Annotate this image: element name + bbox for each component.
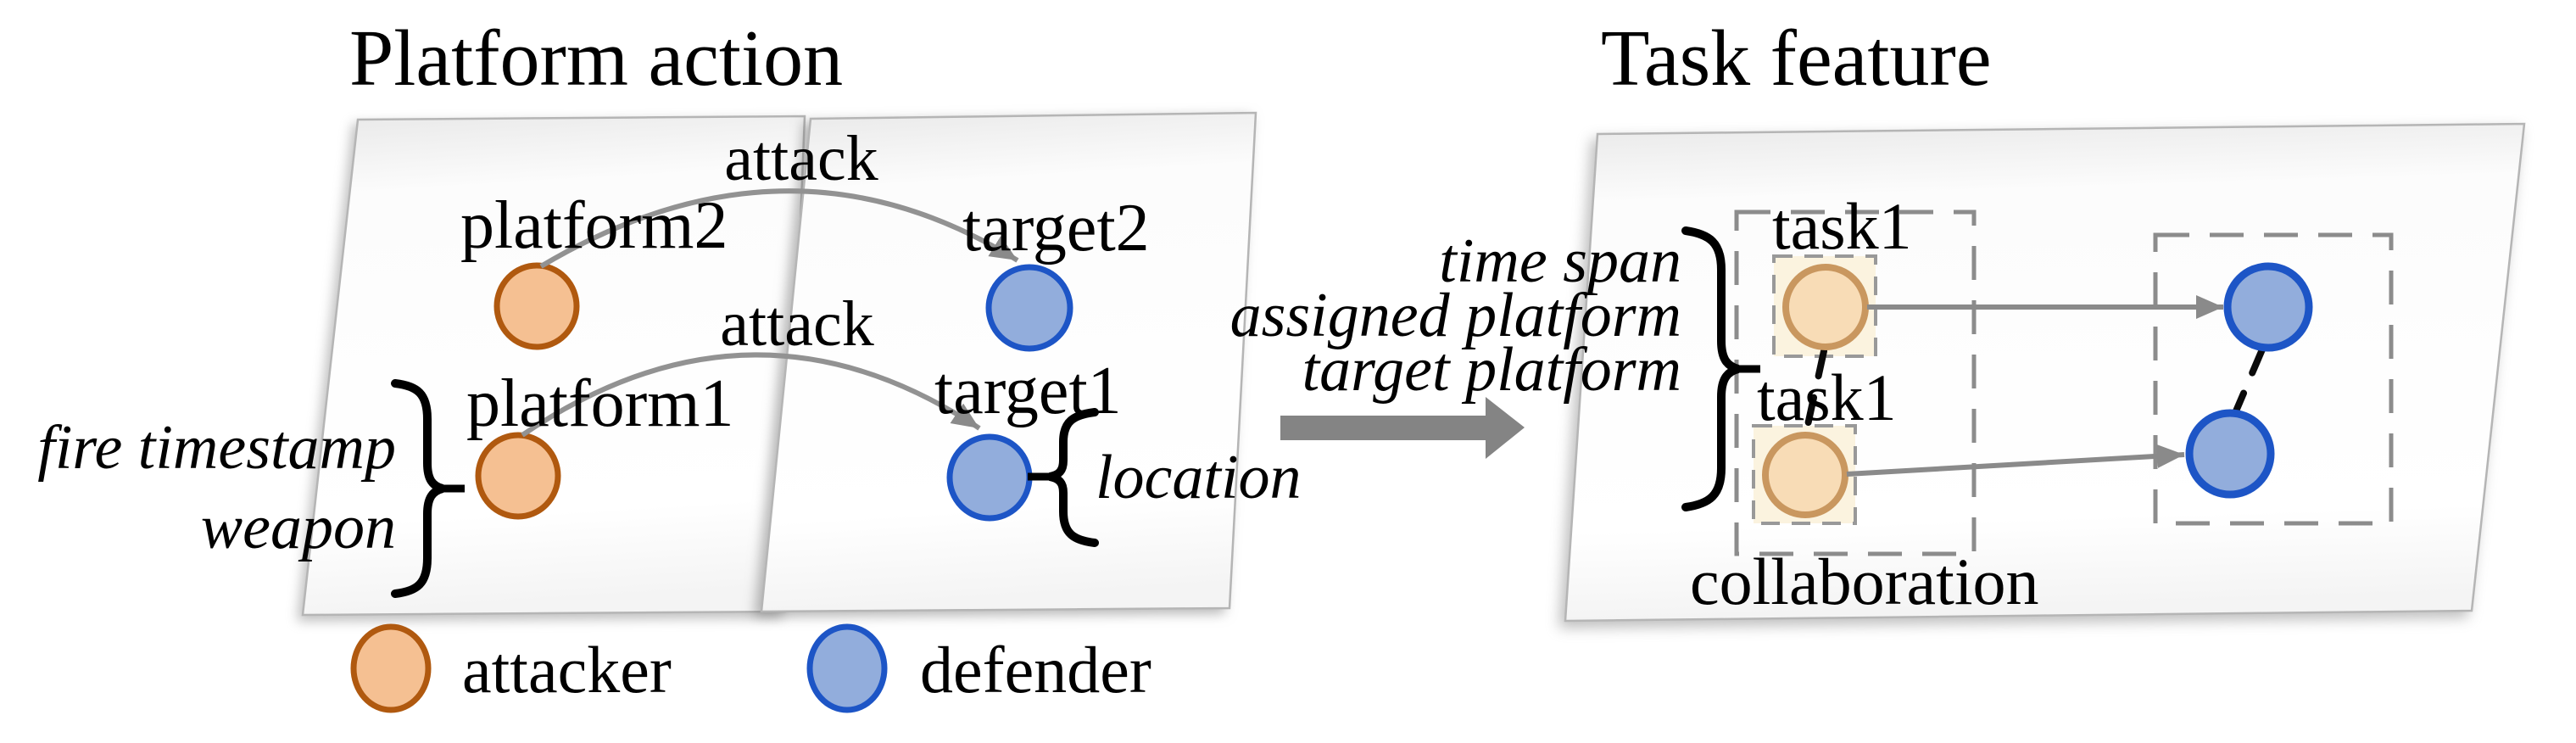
task-attr-line2: assigned platform bbox=[1230, 281, 1681, 350]
transform-arrow bbox=[1280, 397, 1525, 459]
task-feature-title: Task feature bbox=[1601, 14, 1992, 103]
platform2-label: platform2 bbox=[460, 188, 728, 263]
attack-edge1-label: attack bbox=[724, 123, 878, 194]
task-b-target-arrow bbox=[1846, 444, 2185, 477]
attack-edge2-label: attack bbox=[720, 288, 873, 360]
task-a-node bbox=[1782, 264, 1869, 350]
target-group-box bbox=[2153, 232, 2394, 526]
task-b-node bbox=[1762, 432, 1848, 518]
collaboration-link-targets bbox=[2232, 346, 2266, 416]
collaboration-link-tasks bbox=[1803, 348, 1827, 436]
target-attr-label: location bbox=[1096, 443, 1302, 512]
target1-node bbox=[946, 433, 1033, 522]
platform2-node bbox=[493, 262, 580, 350]
target2-label: target2 bbox=[962, 191, 1150, 265]
platform-action-title: Platform action bbox=[349, 14, 843, 103]
target-group-node-2 bbox=[2185, 409, 2275, 499]
target-panel bbox=[760, 111, 1257, 613]
task-attr-line1: time span bbox=[1439, 226, 1681, 296]
platform1-node bbox=[475, 432, 561, 520]
task-b-label: task1 bbox=[1757, 360, 1897, 434]
attack-arc-platform2-target2 bbox=[539, 188, 1019, 269]
platform1-label: platform1 bbox=[466, 366, 733, 441]
platform-attr-line2: weapon bbox=[201, 493, 396, 562]
target1-label: target1 bbox=[934, 354, 1122, 428]
task-a-label: task1 bbox=[1772, 189, 1912, 263]
legend-defender-icon bbox=[806, 623, 888, 713]
collaboration-group-box bbox=[1734, 209, 1977, 556]
platform-attr-line1: fire timestamp bbox=[37, 413, 396, 483]
target2-node bbox=[985, 264, 1073, 352]
attack-arc-platform1-target1 bbox=[521, 352, 981, 438]
legend-attacker-label: attacker bbox=[462, 633, 672, 707]
legend-attacker-icon bbox=[350, 623, 432, 713]
target-group-node-1 bbox=[2223, 262, 2313, 352]
task-attr-line3: target platform bbox=[1302, 335, 1681, 405]
legend-defender-label: defender bbox=[920, 633, 1151, 707]
collaboration-label: collaboration bbox=[1690, 545, 2039, 618]
